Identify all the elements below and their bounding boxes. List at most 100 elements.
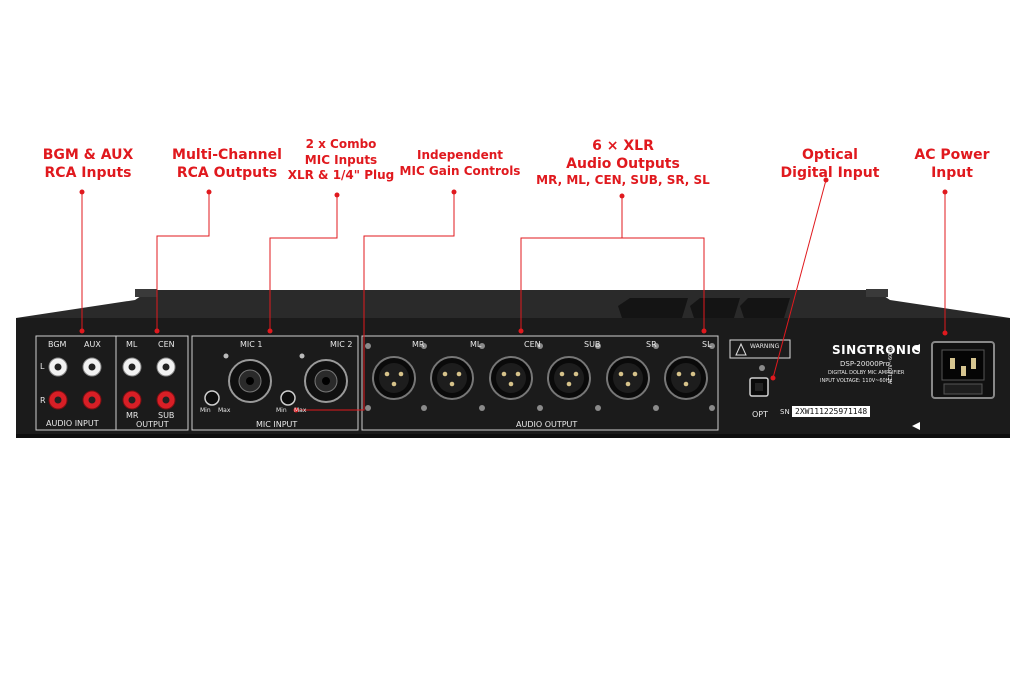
- label-model: DSP-20000Pro: [840, 360, 890, 368]
- xlr-pin: [449, 381, 455, 387]
- label-knob-max-1: Max: [218, 407, 231, 414]
- label-ac-rating: AC110V~60Hz: [888, 347, 894, 384]
- label-sn: SN: [780, 408, 790, 416]
- gain-knobs: [204, 390, 296, 406]
- xlr-pin: [683, 381, 689, 387]
- callout-combo-line2: MIC Inputs: [304, 152, 378, 167]
- callout-multichannel-line2: RCA Outputs: [176, 165, 278, 182]
- rca-jack-bgm-r-center: [54, 396, 62, 404]
- label-output: OUTPUT: [136, 420, 169, 429]
- leader-lines: [81, 179, 946, 411]
- xlr-pin: [501, 371, 507, 377]
- callout-xlr-line1: 6 × XLR: [592, 138, 654, 154]
- xlr-jack-sub-insert: [554, 363, 584, 393]
- label-audio-output: AUDIO OUTPUT: [516, 420, 578, 429]
- rca-jack-mr-center: [128, 396, 136, 404]
- label-ml: ML: [126, 340, 138, 349]
- callout-combo-line1: 2 x Combo: [305, 137, 377, 151]
- label-xlr-cen: CEN: [524, 340, 541, 349]
- serial-number: 2XW111225971148: [792, 406, 871, 417]
- label-mr: MR: [126, 411, 139, 420]
- rca-jack-aux-l-center: [88, 363, 96, 371]
- label-l: L: [40, 362, 45, 371]
- callout-multichannel-line1: Multi-Channel: [172, 147, 282, 163]
- label-xlr-sr: SR: [646, 340, 657, 349]
- xlr-pin: [690, 371, 696, 377]
- callout-bgm-aux: BGM & AUX RCA Inputs: [38, 146, 138, 182]
- rca-jack-sub-center: [162, 396, 170, 404]
- rca-jack-cen-center: [162, 363, 170, 371]
- rack-ear-left: [135, 289, 157, 297]
- xlr-pin: [508, 381, 514, 387]
- ac-pin-right: [971, 358, 976, 369]
- callout-ac-line2: Input: [931, 165, 973, 182]
- audio-output-frame: [361, 335, 719, 431]
- xlr-jack-ml-insert: [437, 363, 467, 393]
- callout-xlr-line3: MR, ML, CEN, SUB, SR, SL: [536, 173, 710, 188]
- label-voltage: INPUT VOLTAGE: 110V~60Hz: [820, 378, 893, 384]
- xlr-pin: [625, 381, 631, 387]
- callout-gain-line1: Independent: [416, 148, 503, 162]
- xlr-pin: [384, 371, 390, 377]
- xlr-jack-sl-insert: [671, 363, 701, 393]
- xlr-pin: [676, 371, 682, 377]
- brand-logo: SINGTRONIC: [832, 343, 921, 357]
- callout-gain: Independent MIC Gain Controls: [398, 148, 522, 179]
- gain-knob-mic1[interactable]: [204, 390, 220, 406]
- callout-bgm-aux-line1: BGM & AUX: [42, 147, 134, 163]
- label-mic1: MIC 1: [240, 340, 263, 349]
- label-xlr-sl: SL: [702, 340, 712, 349]
- rack-ear-right: [866, 289, 888, 297]
- mic2-latch-screw: [299, 353, 305, 359]
- combo-jack-mic2-hole: [322, 377, 330, 385]
- rca-jacks: [48, 357, 176, 410]
- mic-input-frame: [191, 335, 359, 431]
- callout-bgm-aux-line2: RCA Inputs: [44, 165, 132, 182]
- callout-optical: Optical Digital Input: [770, 146, 890, 182]
- xlr-jack-cen-insert: [496, 363, 526, 393]
- optical-port-shutter: [755, 383, 763, 391]
- combo-jacks: [223, 353, 348, 403]
- fuse-holder: [943, 383, 983, 395]
- xlr-outputs: [372, 356, 708, 400]
- rca-jack-bgm-l-center: [54, 363, 62, 371]
- xlr-jack-mr-insert: [379, 363, 409, 393]
- label-warning: WARNING: [750, 343, 780, 350]
- xlr-pin: [391, 381, 397, 387]
- rca-jack-ml-center: [128, 363, 136, 371]
- leader-dots: [79, 177, 948, 413]
- label-knob-max-2: Max: [294, 407, 307, 414]
- label-audio-input: AUDIO INPUT: [46, 419, 99, 428]
- gain-knob-mic2[interactable]: [280, 390, 296, 406]
- callout-ac: AC Power Input: [904, 146, 1000, 182]
- xlr-pin: [398, 371, 404, 377]
- xlr-pin: [442, 371, 448, 377]
- label-aux: AUX: [84, 340, 101, 349]
- label-cen: CEN: [158, 340, 175, 349]
- arrow-icon: [912, 344, 920, 352]
- xlr-pin: [618, 371, 624, 377]
- callout-multichannel: Multi-Channel RCA Outputs: [168, 146, 286, 182]
- label-bgm: BGM: [48, 340, 67, 349]
- xlr-pin: [456, 371, 462, 377]
- rca-jack-aux-r-center: [88, 396, 96, 404]
- callout-combo: 2 x Combo MIC Inputs XLR & 1/4" Plug: [284, 137, 398, 184]
- xlr-jack-sr-insert: [613, 363, 643, 393]
- callout-optical-line2: Digital Input: [780, 165, 880, 182]
- label-xlr-ml: ML: [470, 340, 482, 349]
- output-frame: [115, 335, 189, 431]
- mic1-latch-screw: [223, 353, 229, 359]
- callout-ac-line1: AC Power: [914, 147, 990, 163]
- label-knob-min-1: Min: [200, 407, 211, 414]
- callout-combo-line3: XLR & 1/4" Plug: [287, 168, 395, 183]
- label-mic2: MIC 2: [330, 340, 353, 349]
- optical-screw: [759, 365, 765, 371]
- warning-label: [729, 339, 791, 359]
- xlr-pin: [632, 371, 638, 377]
- vent-grille: [618, 298, 790, 318]
- callout-xlr-line2: Audio Outputs: [566, 156, 680, 173]
- xlr-pin: [573, 371, 579, 377]
- label-xlr-sub: SUB: [584, 340, 601, 349]
- label-description: DIGITAL DOLBY MIC AMPLIFIER: [828, 370, 905, 376]
